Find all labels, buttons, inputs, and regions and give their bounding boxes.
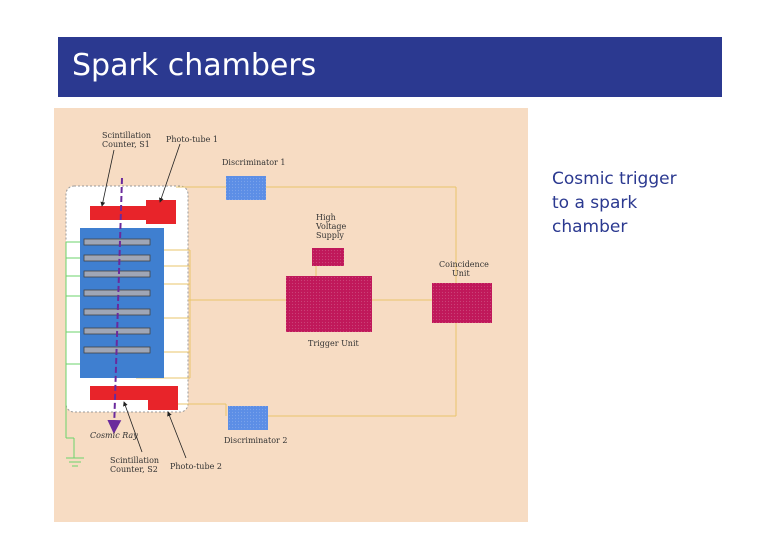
label-scint2-line1: Scintillation [110,456,159,465]
label-hv-line3: Supply [316,231,344,240]
label-trigger: Trigger Unit [308,339,360,348]
pointer-arrows [100,143,187,459]
spark-chamber-diagram: Scintillation Counter, S1 Photo-tube 1 D… [54,108,528,522]
title-bar: Spark chambers [58,37,722,97]
label-cosmic: Cosmic Ray [90,431,138,440]
diagram-svg: Scintillation Counter, S1 Photo-tube 1 D… [65,131,492,474]
cosmic-ray-path [107,177,123,434]
scintillation-counter-s2 [90,386,152,400]
slide-title: Spark chambers [72,48,317,83]
label-coinc-line2: Unit [452,269,470,278]
label-phototube1: Photo-tube 1 [166,135,218,144]
phototube-2 [148,386,178,410]
spark-chamber [80,228,164,378]
slide-caption: Cosmic trigger to a spark chamber [552,169,677,237]
label-coinc-line1: Coincidence [439,260,489,269]
label-phototube2: Photo-tube 2 [170,462,222,471]
label-disc2: Discriminator 2 [224,436,288,445]
phototube-1 [146,200,176,224]
label-scint1-line2: Counter, S1 [102,140,150,149]
scintillation-counter-s1 [90,206,152,220]
label-scint2-line2: Counter, S2 [110,465,158,474]
label-scint1-line1: Scintillation [102,131,151,140]
label-hv-line2: Voltage [315,222,347,231]
label-hv-line1: High [316,213,336,222]
label-disc1: Discriminator 1 [222,158,286,167]
